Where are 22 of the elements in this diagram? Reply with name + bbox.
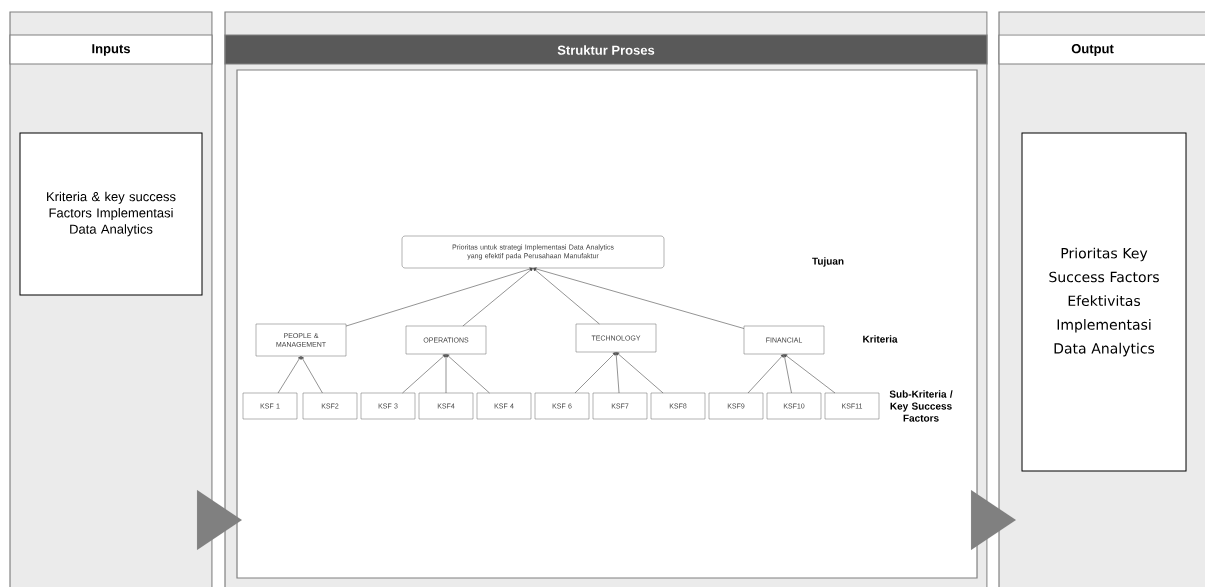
connector [345,267,533,327]
connector [533,267,745,329]
connector [462,268,533,327]
connector [446,354,490,394]
arrow [196,490,242,550]
level-label: Tujuan [812,257,844,267]
arrow [971,490,1016,550]
connector [614,352,620,394]
output-box: Prioritas Key Success Factors Efektivitas Implementasi Data Analytics [1021,132,1187,472]
input-box: Kriteria & key success Factors Implementasi Data Analytics [19,132,203,296]
connector [783,354,792,394]
connector [402,354,446,394]
connector [747,354,784,394]
connector [533,268,600,325]
level-label: Kriteria [863,335,898,343]
connector [301,356,323,394]
connector [444,354,448,394]
connector [784,354,836,394]
connector [574,352,616,394]
connector [616,352,664,394]
connector [277,356,301,394]
level-label: Sub-Kriteria / Key Success Factors [889,390,953,422]
